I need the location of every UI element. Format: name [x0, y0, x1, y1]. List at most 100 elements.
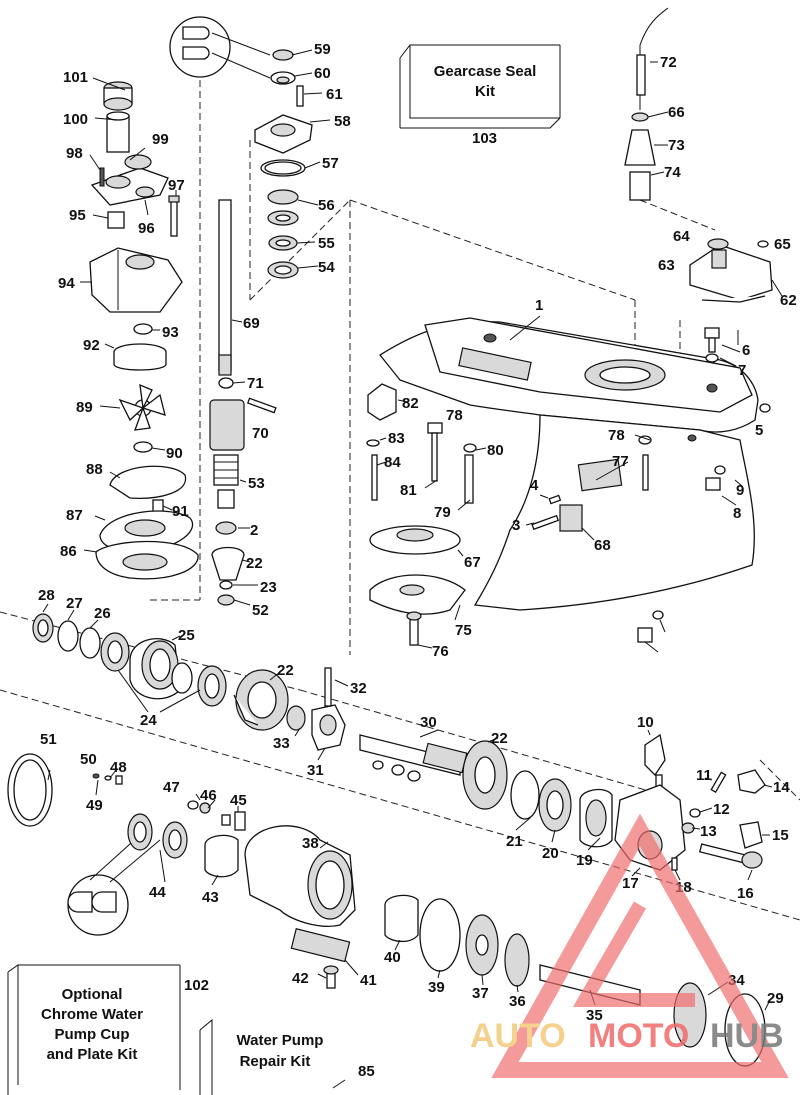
part-number-101: 101	[63, 69, 88, 86]
part-number-9: 9	[736, 482, 744, 499]
part-number-83: 83	[388, 430, 405, 447]
watermark-triangle-logo	[491, 813, 789, 1078]
part-number-92: 92	[83, 337, 100, 354]
part-number-82: 82	[402, 395, 419, 412]
part-number-68: 68	[594, 537, 611, 554]
water-pump-kit-ref: 85	[358, 1063, 375, 1080]
part-number-46: 46	[200, 787, 217, 804]
part-number-42: 42	[292, 970, 309, 987]
part-number-13: 13	[700, 823, 717, 840]
part-number-11: 11	[696, 767, 712, 784]
part-number-1: 1	[535, 297, 543, 314]
part-number-12: 12	[713, 801, 730, 818]
part-number-45: 45	[230, 792, 247, 809]
part-number-2: 2	[250, 522, 258, 539]
chrome-water-pump-kit-box: Optional Chrome Water Pump Cup and Plate…	[7, 964, 209, 1095]
water-pump-repair-kit-box: Water Pump Repair Kit 85	[199, 1018, 375, 1095]
part-number-31: 31	[307, 762, 324, 779]
water-pump-parts	[89, 81, 199, 580]
impeller	[118, 383, 166, 431]
gearcase-seal-kit-line2: Kit	[475, 83, 495, 100]
bearing-row-upper	[32, 613, 613, 848]
gearcase-seal-kit-box: Gearcase Seal Kit 103	[399, 44, 561, 147]
part-number-56: 56	[318, 197, 335, 214]
water-pump-kit-line2: Repair Kit	[240, 1053, 311, 1070]
part-number-33: 33	[273, 735, 290, 752]
part-number-96: 96	[138, 220, 155, 237]
part-number-64: 64	[673, 228, 690, 245]
water-pump-kit-line1: Water Pump	[237, 1032, 324, 1049]
part-number-62: 62	[780, 292, 797, 309]
part-number-59: 59	[314, 41, 331, 58]
part-number-14: 14	[773, 779, 790, 796]
part-number-87: 87	[66, 507, 83, 524]
part-number-16: 16	[737, 885, 754, 902]
part-number-23: 23	[260, 579, 277, 596]
part-number-99: 99	[152, 131, 169, 148]
part-number-98: 98	[66, 145, 83, 162]
part-number-29: 29	[767, 990, 784, 1007]
watermark-moto: MOTO	[588, 1017, 689, 1055]
part-number-39: 39	[428, 979, 445, 996]
part-number-35: 35	[586, 1007, 603, 1024]
part-number-100: 100	[63, 111, 88, 128]
part-number-27: 27	[66, 595, 83, 612]
part-number-40: 40	[384, 949, 401, 966]
part-number-79: 79	[434, 504, 451, 521]
part-number-22a: 22	[277, 662, 294, 679]
part-number-44: 44	[149, 884, 166, 901]
part-number-78b: 78	[608, 427, 625, 444]
part-number-51: 51	[40, 731, 57, 748]
part-number-7: 7	[738, 362, 746, 379]
gearcase-fasteners	[366, 383, 726, 643]
part-number-73: 73	[668, 137, 685, 154]
part-number-81: 81	[400, 482, 417, 499]
part-number-55: 55	[318, 235, 335, 252]
watermark-auto: AUTO	[470, 1017, 566, 1055]
part-number-43: 43	[202, 889, 219, 906]
gearcase-housing	[379, 315, 759, 611]
part-number-57: 57	[322, 155, 339, 172]
part-number-3: 3	[512, 517, 520, 534]
part-number-50: 50	[80, 751, 97, 768]
part-number-84: 84	[384, 454, 401, 471]
part-number-32: 32	[350, 680, 367, 697]
part-number-20: 20	[542, 845, 559, 862]
part-number-91: 91	[172, 503, 189, 520]
chrome-kit-line3: Pump Cup	[55, 1026, 130, 1043]
part-number-86: 86	[60, 543, 77, 560]
part-number-90: 90	[166, 445, 183, 462]
part-number-19: 19	[576, 852, 593, 869]
part-number-80: 80	[487, 442, 504, 459]
part-number-74: 74	[664, 164, 681, 181]
part-number-70: 70	[252, 425, 269, 442]
part-number-76: 76	[432, 643, 449, 660]
part-number-95: 95	[69, 207, 86, 224]
automotohub-watermark: AUTO MOTO HUB	[470, 813, 789, 1078]
part-number-60: 60	[314, 65, 331, 82]
part-number-52: 52	[252, 602, 269, 619]
part-number-63: 63	[658, 257, 675, 274]
part-number-78a: 78	[446, 407, 463, 424]
part-number-25: 25	[178, 627, 195, 644]
part-number-77: 77	[612, 453, 629, 470]
part-number-36: 36	[509, 993, 526, 1010]
chrome-kit-ref: 102	[184, 977, 209, 994]
part-number-28: 28	[38, 587, 55, 604]
part-number-93: 93	[162, 324, 179, 341]
part-number-89: 89	[76, 399, 93, 416]
part-number-47: 47	[163, 779, 180, 796]
part-number-69: 69	[243, 315, 260, 332]
seal-detail-circle-bottom	[67, 834, 161, 936]
part-number-67: 67	[464, 554, 481, 571]
part-number-71: 71	[247, 375, 264, 392]
part-number-10: 10	[637, 714, 654, 731]
part-number-6: 6	[742, 342, 750, 359]
chrome-kit-line4: and Plate Kit	[47, 1046, 138, 1063]
part-number-61: 61	[326, 86, 343, 103]
part-number-48: 48	[110, 759, 127, 776]
part-number-97: 97	[168, 177, 185, 194]
part-number-54: 54	[318, 259, 335, 276]
chrome-kit-line2: Chrome Water	[41, 1006, 143, 1023]
